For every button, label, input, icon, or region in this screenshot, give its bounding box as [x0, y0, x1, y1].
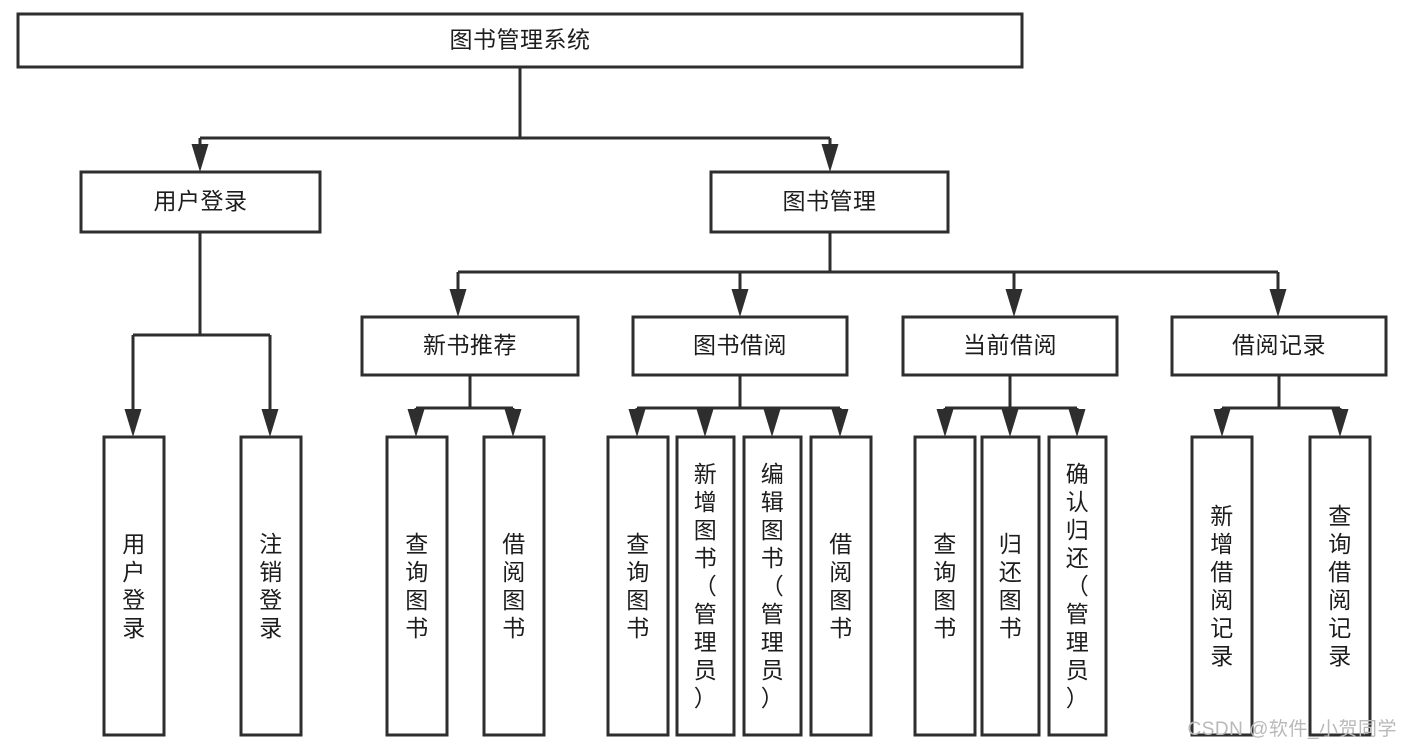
leaf-box[interactable] [1190, 435, 1254, 737]
node-label: 当前借阅 [963, 332, 1057, 358]
node-label: 新增借阅记录 [1210, 503, 1234, 669]
node-book-management[interactable]: 图书管理 [709, 170, 950, 234]
node-leaf-borrow-book-recommend[interactable]: 借阅图书 [482, 435, 546, 737]
node-leaf-query-book-current[interactable]: 查询图书 [913, 435, 977, 737]
node-label: 确认归还（管理员） [1066, 461, 1090, 711]
arrow-down-icon [821, 144, 839, 172]
level3-box[interactable] [360, 315, 580, 377]
leaf-box[interactable] [980, 435, 1041, 737]
leaf-box[interactable] [239, 435, 303, 737]
leaf-box[interactable] [1308, 435, 1372, 737]
node-leaf-query-book-borrow[interactable]: 查询图书 [606, 435, 670, 737]
arrow-down-icon [261, 409, 279, 437]
level3-box[interactable] [901, 315, 1119, 377]
arrow-down-icon [696, 409, 714, 437]
arrow-down-icon [191, 144, 209, 172]
node-book-borrow[interactable]: 图书借阅 [631, 315, 849, 377]
node-leaf-add-borrow-record[interactable]: 新增借阅记录 [1190, 435, 1254, 737]
connector-layer [124, 67, 1349, 437]
arrow-down-icon [407, 409, 425, 437]
node-leaf-query-borrow-record[interactable]: 查询借阅记录 [1308, 435, 1372, 737]
root-box[interactable] [16, 12, 1024, 69]
node-user-login[interactable]: 用户登录 [79, 170, 322, 234]
node-label: 编辑图书（管理员） [761, 461, 785, 711]
node-label: 查询图书 [933, 531, 957, 641]
node-label: 用户登录 [122, 531, 146, 641]
arrow-down-icon [1068, 409, 1086, 437]
node-label: 查询借阅记录 [1328, 503, 1352, 669]
leaf-box[interactable] [809, 435, 873, 737]
node-leaf-return-book[interactable]: 归还图书 [980, 435, 1041, 737]
arrow-down-icon [763, 409, 781, 437]
level3-box[interactable] [631, 315, 849, 377]
node-label: 归还图书 [999, 531, 1023, 641]
node-label: 新书推荐 [423, 332, 517, 358]
arrow-down-icon [1001, 409, 1019, 437]
csdn-watermark: CSDN @软件_小贺同学 [1187, 719, 1397, 740]
level2-box[interactable] [709, 170, 950, 234]
node-label: 查询图书 [626, 531, 650, 641]
level3-box[interactable] [1170, 315, 1388, 377]
leaf-box[interactable] [913, 435, 977, 737]
leaf-box[interactable] [482, 435, 546, 737]
node-leaf-borrow-book[interactable]: 借阅图书 [809, 435, 873, 737]
node-current-borrow[interactable]: 当前借阅 [901, 315, 1119, 377]
leaf-box[interactable] [102, 435, 166, 737]
node-layer: 图书管理系统用户登录图书管理新书推荐图书借阅当前借阅借阅记录用户登录注销登录查询… [16, 12, 1388, 737]
arrow-down-icon [936, 409, 954, 437]
arrow-down-icon [731, 289, 749, 317]
node-leaf-logout-login[interactable]: 注销登录 [239, 435, 303, 737]
node-new-book-recommend[interactable]: 新书推荐 [360, 315, 580, 377]
node-label: 图书管理 [783, 188, 877, 214]
node-leaf-confirm-return-admin[interactable]: 确认归还（管理员） [1047, 435, 1108, 737]
node-label: 借阅图书 [502, 531, 526, 641]
arrow-down-icon [504, 409, 522, 437]
arrow-down-icon [124, 409, 142, 437]
arrow-down-icon [1005, 289, 1023, 317]
node-label: 图书管理系统 [450, 27, 591, 53]
node-leaf-query-book-recommend[interactable]: 查询图书 [385, 435, 449, 737]
arrow-down-icon [1331, 409, 1349, 437]
arrow-down-icon [1213, 409, 1231, 437]
node-label: 查询图书 [405, 531, 429, 641]
leaf-box[interactable] [606, 435, 670, 737]
node-borrow-record[interactable]: 借阅记录 [1170, 315, 1388, 377]
node-label: 新增图书（管理员） [694, 461, 718, 711]
node-label: 图书借阅 [693, 332, 787, 358]
node-label: 注销登录 [259, 531, 283, 641]
leaf-box[interactable] [1047, 435, 1108, 737]
node-label: 借阅图书 [829, 531, 853, 641]
node-leaf-add-book-admin[interactable]: 新增图书（管理员） [675, 435, 736, 737]
leaf-box[interactable] [675, 435, 736, 737]
leaf-box[interactable] [742, 435, 803, 737]
arrow-down-icon [831, 409, 849, 437]
level2-box[interactable] [79, 170, 322, 234]
node-label: 借阅记录 [1232, 332, 1326, 358]
arrow-down-icon [449, 289, 467, 317]
node-label: 用户登录 [154, 188, 248, 214]
arrow-down-icon [1269, 289, 1287, 317]
node-leaf-user-login[interactable]: 用户登录 [102, 435, 166, 737]
leaf-box[interactable] [385, 435, 449, 737]
node-root[interactable]: 图书管理系统 [16, 12, 1024, 69]
arrow-down-icon [628, 409, 646, 437]
node-leaf-edit-book-admin[interactable]: 编辑图书（管理员） [742, 435, 803, 737]
